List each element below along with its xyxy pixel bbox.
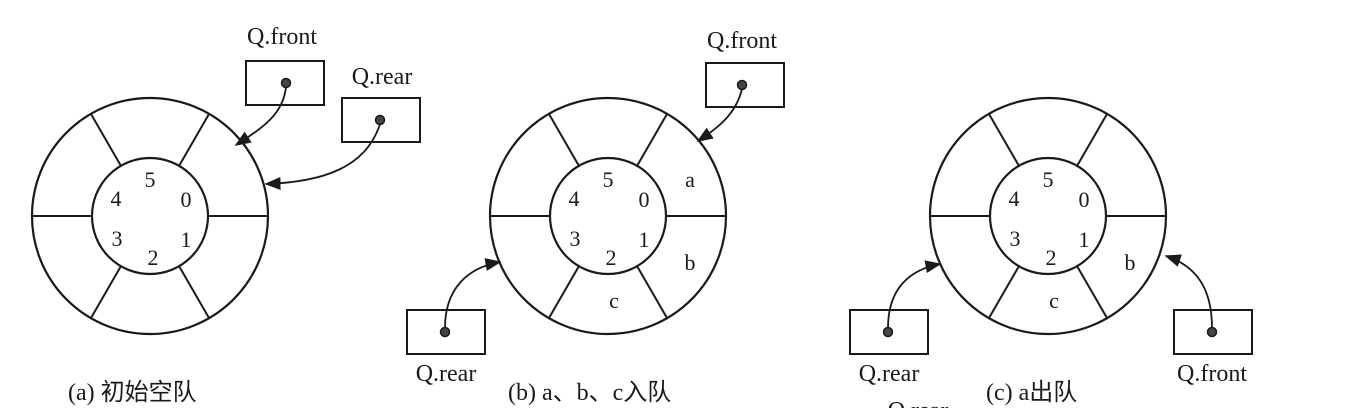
front-pointer-label: Q.front: [1177, 361, 1247, 387]
pointer-dot: [882, 326, 894, 338]
slot-index-1: 1: [639, 227, 650, 252]
slot-index-0: 0: [181, 187, 192, 212]
queue-element-b: b: [1125, 250, 1136, 275]
queue-element-a: a: [685, 167, 695, 192]
pointer-dot: [439, 326, 451, 338]
front-pointer-arrow: [696, 88, 743, 142]
slot-index-0: 0: [1079, 187, 1090, 212]
slot-index-3: 3: [570, 226, 581, 251]
slot-index-3: 3: [112, 226, 123, 251]
slot-divider: [548, 265, 580, 319]
slot-index-1: 1: [1079, 227, 1090, 252]
front-pointer-label: Q.front: [247, 24, 317, 50]
slot-index-2: 2: [606, 245, 617, 270]
panel-b: 5 0 1 2 3 4 a b c Q.front Q.rear (b) a、b…: [406, 28, 785, 406]
slot-index-4: 4: [1009, 186, 1020, 211]
slot-divider: [548, 113, 580, 167]
rear-pointer-arrow: [264, 123, 381, 190]
rear-pointer-arrow: [444, 258, 502, 329]
slot-index-5: 5: [1043, 167, 1054, 192]
slot-index-1: 1: [181, 227, 192, 252]
queue-element-c: c: [609, 288, 619, 313]
cropped-rear-label: Q.rear: [888, 398, 949, 408]
rear-pointer-label: Q.rear: [859, 361, 920, 387]
panel-a: 5 0 1 2 3 4 Q.front Q.rear (a) 初始空队: [30, 24, 421, 406]
slot-index-0: 0: [639, 187, 650, 212]
slot-index-4: 4: [111, 186, 122, 211]
rear-pointer-label: Q.rear: [416, 361, 477, 387]
slot-divider: [1076, 113, 1108, 167]
panel-c: 5 0 1 2 3 4 b c Q.rear Q.front (c) a出队 Q…: [849, 96, 1253, 408]
slot-index-5: 5: [603, 167, 614, 192]
caption-b: (b) a、b、c入队: [508, 379, 671, 406]
caption-c: (c) a出队: [986, 379, 1077, 406]
pointer-dot: [280, 77, 292, 89]
pointer-dot: [1206, 326, 1218, 338]
queue-ring-c: [928, 96, 1168, 336]
slot-index-5: 5: [145, 167, 156, 192]
slot-divider: [636, 113, 668, 167]
slot-divider: [988, 265, 1020, 319]
slot-divider: [636, 265, 668, 319]
pointer-dot: [374, 114, 386, 126]
slot-index-4: 4: [569, 186, 580, 211]
front-pointer-arrow: [1164, 254, 1213, 329]
slot-divider: [178, 265, 210, 319]
front-pointer-arrow: [234, 86, 287, 146]
slot-divider: [90, 113, 122, 167]
queue-ring-a: [30, 96, 270, 336]
pointer-dot: [736, 79, 748, 91]
slot-divider: [1076, 265, 1108, 319]
rear-pointer-arrow: [887, 260, 942, 329]
queue-ring-b: [488, 96, 728, 336]
slot-index-2: 2: [1046, 245, 1057, 270]
slot-index-3: 3: [1010, 226, 1021, 251]
slot-divider: [988, 113, 1020, 167]
caption-a: (a) 初始空队: [68, 379, 197, 406]
slot-divider: [178, 113, 210, 167]
slot-divider: [90, 265, 122, 319]
queue-element-b: b: [685, 250, 696, 275]
queue-element-c: c: [1049, 288, 1059, 313]
slot-index-2: 2: [148, 245, 159, 270]
rear-pointer-label: Q.rear: [352, 64, 413, 90]
front-pointer-label: Q.front: [707, 28, 777, 54]
